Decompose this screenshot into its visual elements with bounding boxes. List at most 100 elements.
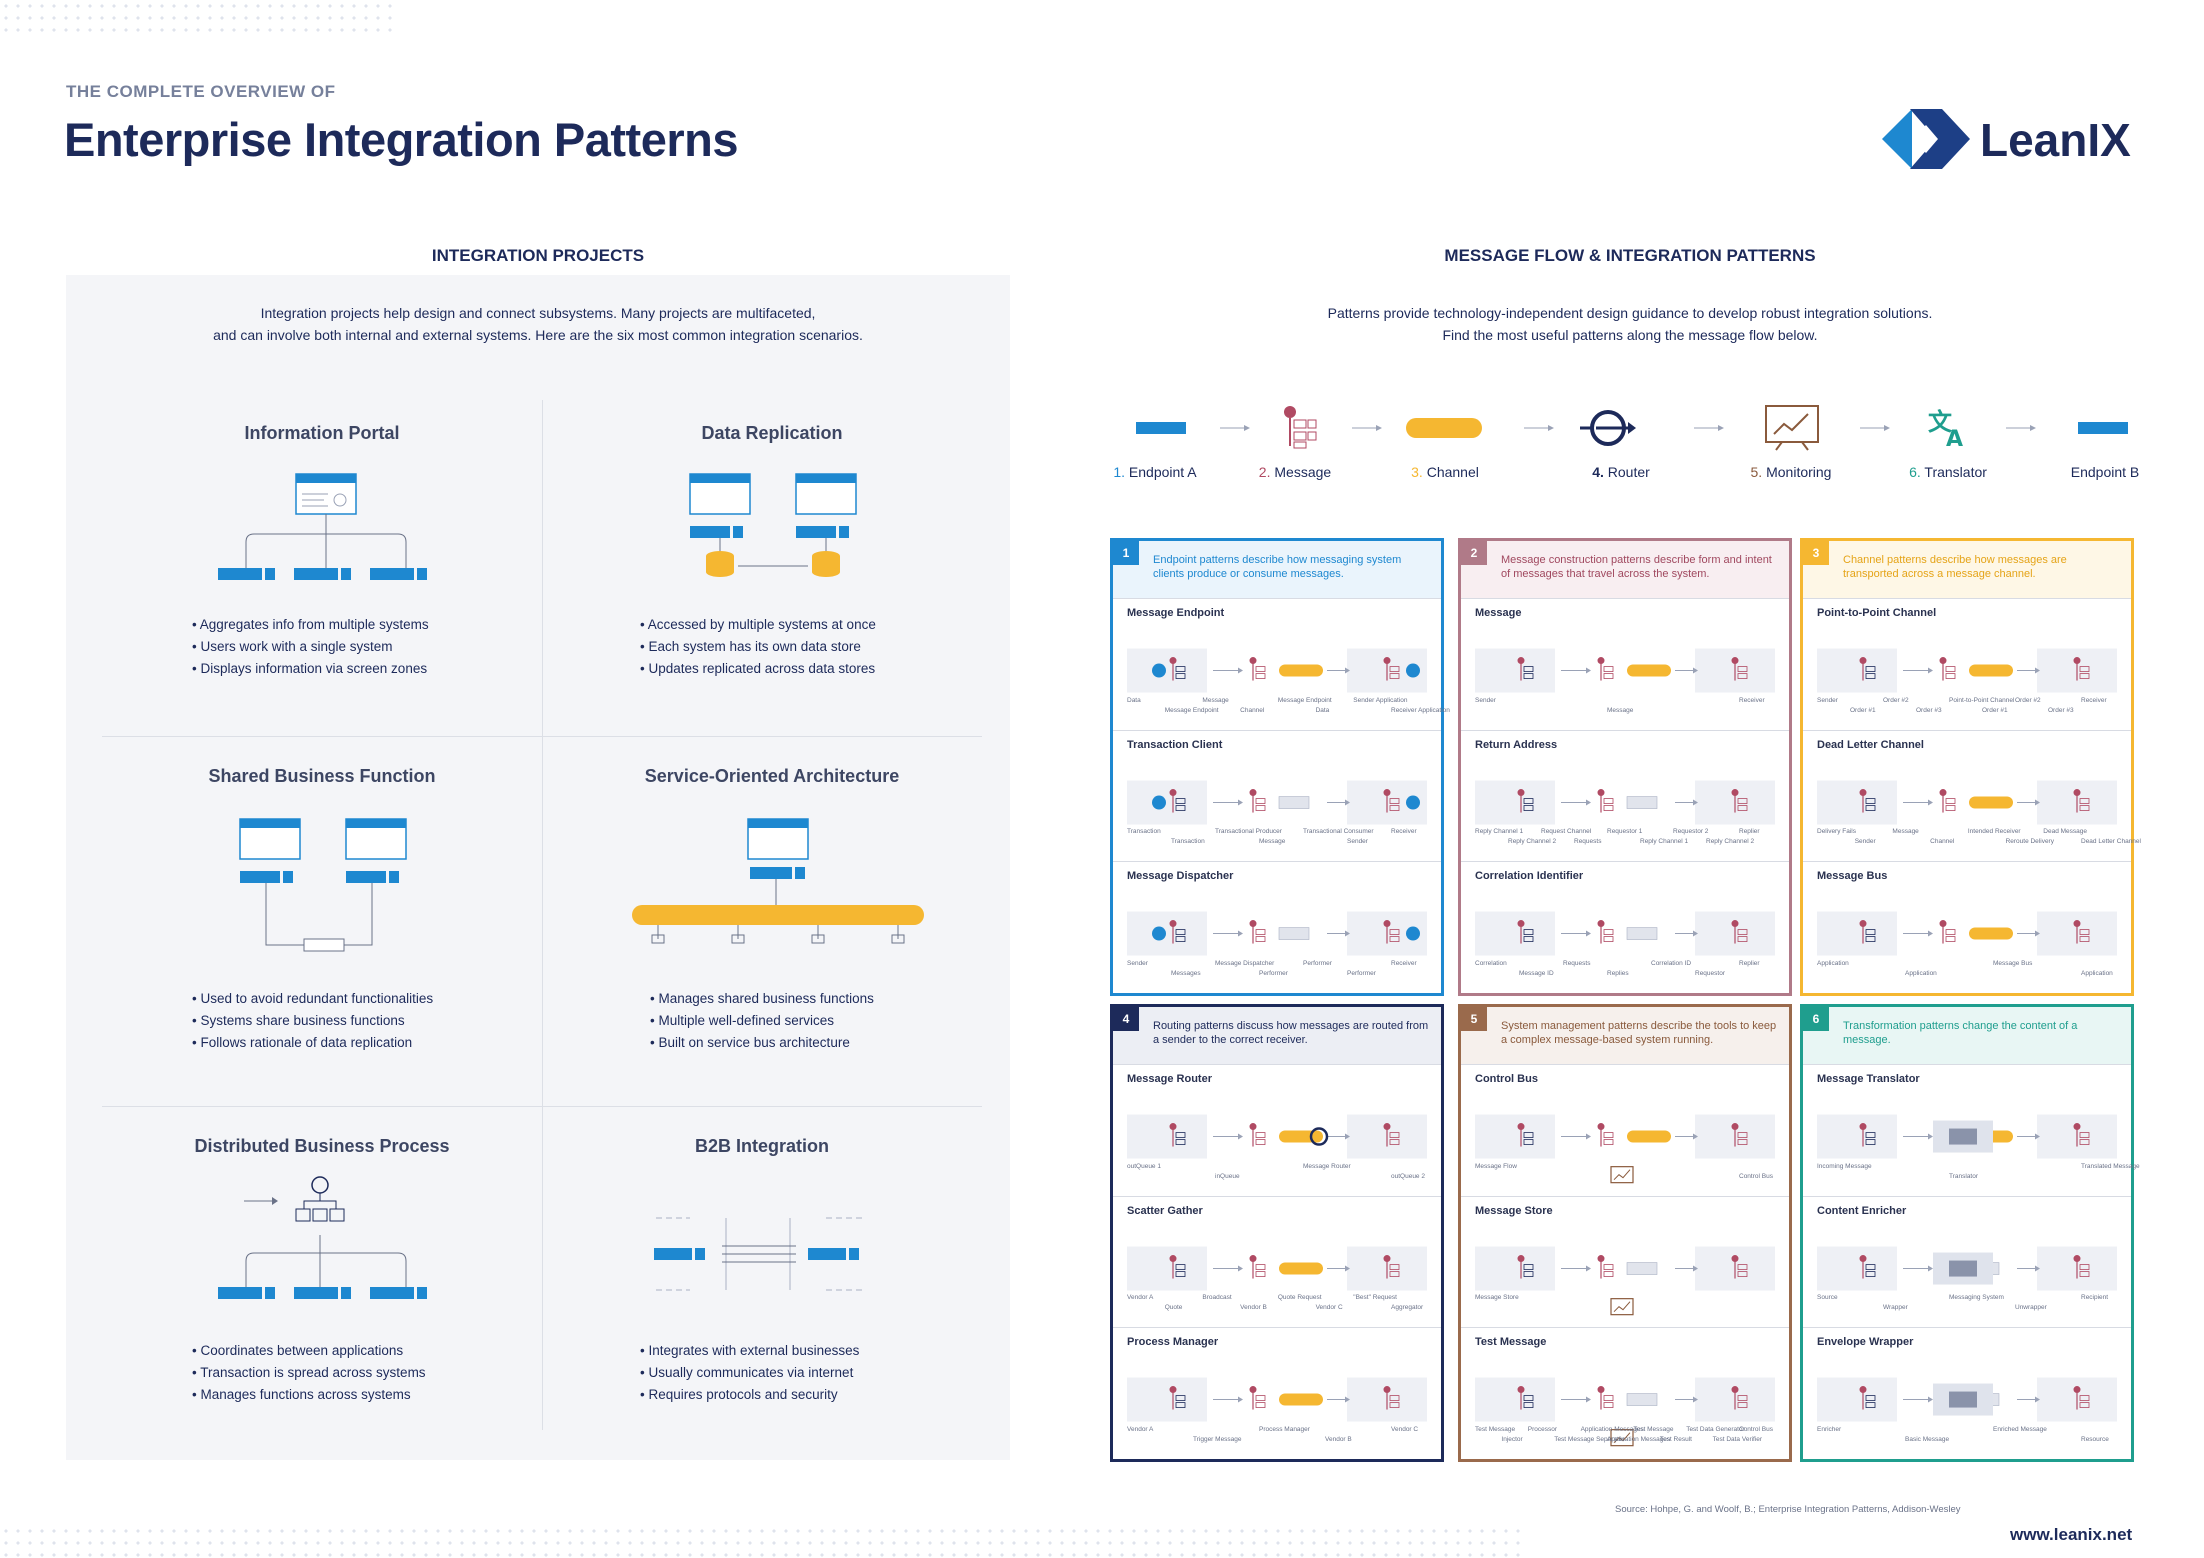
diagram-label: Application (1817, 959, 1849, 967)
card-description: Endpoint patterns describe how messaging… (1113, 541, 1441, 598)
diagram-label: Message ID (1519, 969, 1554, 977)
grid-divider-2 (102, 1106, 982, 1107)
project-title-data-replication: Data Replication (701, 423, 843, 443)
diagram-label: Control Bus (1739, 1172, 1773, 1180)
grid-divider-vertical (542, 400, 543, 1430)
diagram-label: Message Dispatcher (1215, 959, 1275, 967)
bullet: Aggregates info from multiple systems (192, 614, 429, 636)
diagram-label: Messaging System (1949, 1294, 2004, 1302)
pattern-card-1: Endpoint patterns describe how messaging… (1110, 538, 1450, 996)
diagram-label: Recipient (2081, 1294, 2109, 1302)
flow-text: Endpoint B (2070, 464, 2140, 480)
diagram-label: Processor (1527, 1425, 1558, 1433)
diagram-label: Trigger Message (1193, 1435, 1242, 1443)
pattern-title: Message (1475, 607, 1522, 619)
card-description: Message construction patterns describe f… (1461, 541, 1789, 598)
information-portal-diagram (218, 473, 427, 580)
bullet: Follows rationale of data replication (192, 1032, 433, 1054)
shared-business-function-diagram (239, 818, 407, 952)
diagram-label: Reroute Delivery (2005, 838, 2054, 846)
diagram-label: Receiver (1391, 828, 1417, 836)
message-icon (1284, 406, 1317, 449)
pattern-title: Test Message (1475, 1336, 1547, 1349)
diagram-label: Reply Channel 2 (1706, 838, 1755, 846)
diagram-label: Injector (1501, 1435, 1523, 1443)
project-title-distributed-business-process: Distributed Business Process (194, 1136, 450, 1156)
pattern-diagram (1475, 1377, 1775, 1447)
diagram-label: Vendor A (1127, 1294, 1154, 1302)
bullet: Built on service bus architecture (650, 1032, 874, 1054)
bullet: Usually communicates via internet (640, 1362, 859, 1384)
bullet: Displays information via screen zones (192, 658, 429, 680)
diagram-label: Replies (1607, 969, 1629, 977)
pattern-diagram (1475, 1114, 1775, 1184)
diagram-label: Performer (1347, 969, 1376, 977)
pattern-diagram (1475, 911, 1775, 956)
diagram-label: Sender (1475, 696, 1496, 704)
card-number-badge: 5 (1461, 1007, 1487, 1031)
diagram-label: Vendor C (1391, 1425, 1419, 1433)
diagram-label: Order #1 (1982, 706, 2008, 714)
svg-text:文: 文 (1928, 408, 1953, 436)
project-title-b2b-integration: B2B Integration (694, 1136, 829, 1156)
flow-num: 6. (1909, 464, 1921, 480)
card-number-badge: 2 (1461, 541, 1487, 565)
flow-label-translator: 6. Translator (1898, 464, 1998, 480)
pattern-diagram (1127, 648, 1427, 693)
diagram-label: Translator (1949, 1172, 1979, 1180)
diagram-label: Incoming Message (1817, 1162, 1872, 1170)
pattern-diagram (1817, 1246, 2117, 1291)
diagram-label: Test Data Generator (1686, 1425, 1745, 1433)
diagram-label: Sender (1854, 838, 1876, 846)
pattern-diagram (1127, 1377, 1427, 1422)
leanix-logo[interactable]: LeanIX (1880, 108, 2160, 169)
bullet: Each system has its own data store (640, 636, 876, 658)
pattern-title: Process Manager (1127, 1336, 1219, 1349)
diagram-label: Broadcast (1202, 1294, 1232, 1302)
diagram-label: Sender (1347, 838, 1368, 846)
leanix-wordmark: LeanIX (1980, 114, 2131, 166)
diagram-label: Order #3 (2048, 706, 2074, 714)
diagram-label: Requests (1574, 838, 1602, 846)
pattern-title: Message Dispatcher (1127, 870, 1234, 883)
diagram-label: Channel (1240, 706, 1265, 714)
diagram-label: Quote (1164, 1304, 1183, 1312)
endpoint-a-icon (1136, 422, 1186, 434)
diagram-label: Message Endpoint (1277, 696, 1332, 704)
diagram-label: Vendor B (1240, 1304, 1267, 1312)
diagram-label: Request Channel (1541, 828, 1592, 836)
flow-num: 4. (1592, 464, 1604, 480)
bullet: Systems share business functions (192, 1010, 433, 1032)
diagram-label: Sender Application (1353, 696, 1408, 704)
website-link[interactable]: www.leanix.net (2010, 1525, 2133, 1544)
pattern-title: Envelope Wrapper (1817, 1336, 1914, 1349)
pattern-title: Message Router (1127, 1073, 1212, 1085)
diagram-label: Correlation ID (1651, 959, 1692, 967)
card-number-badge: 1 (1113, 541, 1139, 565)
pattern-diagram (1127, 1114, 1427, 1159)
pattern-card-5: System management patterns describe the … (1458, 1004, 1792, 1462)
diagram-label: "Best" Request (1353, 1294, 1397, 1302)
page-kicker: THE COMPLETE OVERVIEW OF (66, 82, 336, 101)
card-description: Routing patterns discuss how messages ar… (1113, 1007, 1441, 1064)
diagram-label: Enriched Message (1993, 1425, 2047, 1433)
diagram-label: Vendor C (1315, 1304, 1343, 1312)
